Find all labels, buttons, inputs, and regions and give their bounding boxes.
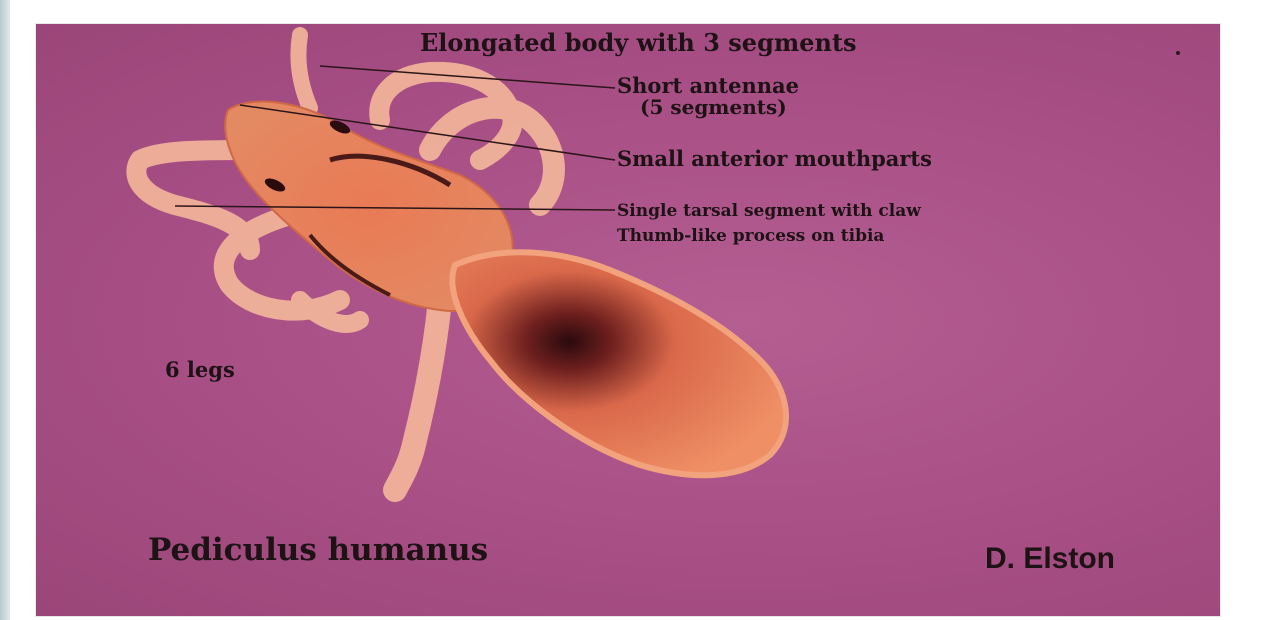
speck-mark bbox=[1176, 51, 1180, 55]
species-title: Pediculus humanus bbox=[148, 532, 488, 568]
label-six-legs: 6 legs bbox=[165, 357, 235, 382]
author-credit: D. Elston bbox=[985, 542, 1115, 576]
label-tarsal-segment: Single tarsal segment with claw bbox=[617, 201, 921, 221]
label-tibia-process: Thumb-like process on tibia bbox=[617, 226, 884, 246]
louse-abdomen bbox=[452, 252, 786, 475]
label-antennae-segments: (5 segments) bbox=[640, 95, 787, 119]
label-mouthparts: Small anterior mouthparts bbox=[617, 146, 932, 171]
label-elongated-body: Elongated body with 3 segments bbox=[420, 28, 857, 57]
